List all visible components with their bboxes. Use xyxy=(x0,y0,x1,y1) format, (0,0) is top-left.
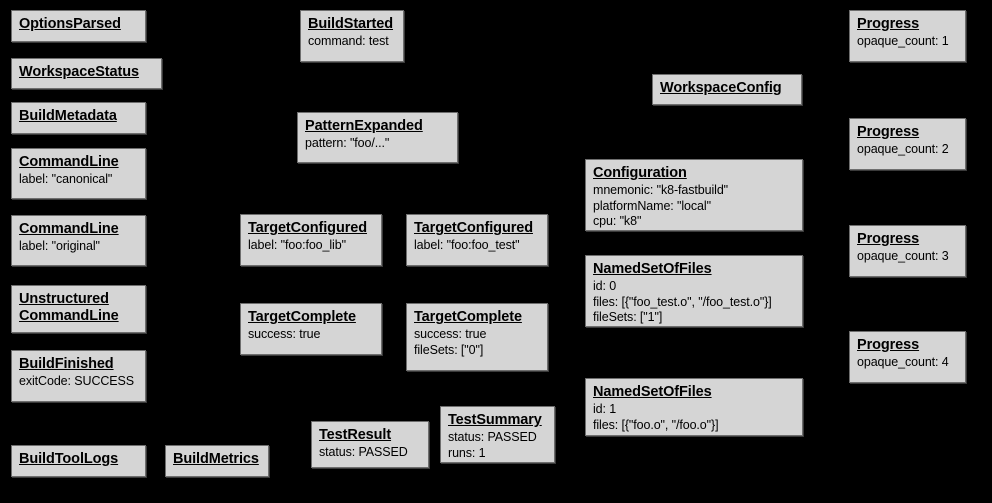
event-node-title: Configuration xyxy=(593,165,687,181)
event-node-build-metrics[interactable]: BuildMetrics xyxy=(165,445,269,477)
event-node-progress-2[interactable]: Progress opaque_count: 2 xyxy=(849,118,966,170)
event-node-title: CommandLine xyxy=(19,221,119,237)
event-node-title: Unstructured CommandLine xyxy=(19,291,119,324)
event-node-title: TestResult xyxy=(319,427,392,443)
event-node-properties: label: "original" xyxy=(19,239,100,253)
event-node-properties: id: 1 files: [{"foo.o", "/foo.o"}] xyxy=(593,402,719,432)
event-node-title: CommandLine xyxy=(19,154,119,170)
event-node-build-metadata[interactable]: BuildMetadata xyxy=(11,102,146,134)
event-node-target-complete-lib[interactable]: TargetComplete success: true xyxy=(240,303,382,355)
event-node-properties: status: PASSED runs: 1 xyxy=(448,430,537,460)
event-node-title: BuildToolLogs xyxy=(19,451,119,467)
event-node-properties: success: true fileSets: ["0"] xyxy=(414,327,487,357)
event-node-title: TargetComplete xyxy=(414,309,522,325)
event-node-progress-3[interactable]: Progress opaque_count: 3 xyxy=(849,225,966,277)
event-node-properties: label: "foo:foo_test" xyxy=(414,238,520,252)
event-node-title: TestSummary xyxy=(448,412,542,428)
event-node-title: WorkspaceStatus xyxy=(19,64,139,80)
event-node-named-set-of-files-0[interactable]: NamedSetOfFiles id: 0 files: [{"foo_test.… xyxy=(585,255,803,327)
event-node-title: Progress xyxy=(857,124,920,140)
event-node-properties: opaque_count: 3 xyxy=(857,249,949,263)
event-node-workspace-status[interactable]: WorkspaceStatus xyxy=(11,58,162,89)
event-node-workspace-config[interactable]: WorkspaceConfig xyxy=(652,74,802,105)
event-node-build-started[interactable]: BuildStarted command: test xyxy=(300,10,404,62)
event-node-title: TargetConfigured xyxy=(414,220,533,236)
event-node-title: NamedSetOfFiles xyxy=(593,261,712,277)
event-node-pattern-expanded[interactable]: PatternExpanded pattern: "foo/..." xyxy=(297,112,458,163)
event-node-title: BuildStarted xyxy=(308,16,394,32)
event-node-properties: opaque_count: 2 xyxy=(857,142,949,156)
event-node-title: OptionsParsed xyxy=(19,16,121,32)
event-node-test-summary[interactable]: TestSummary status: PASSED runs: 1 xyxy=(440,406,555,463)
event-node-properties: pattern: "foo/..." xyxy=(305,136,390,150)
event-node-properties: exitCode: SUCCESS xyxy=(19,374,135,388)
event-node-build-finished[interactable]: BuildFinished exitCode: SUCCESS xyxy=(11,350,146,402)
event-node-options-parsed[interactable]: OptionsParsed xyxy=(11,10,146,42)
event-node-properties: status: PASSED xyxy=(319,445,408,459)
event-node-title: TargetComplete xyxy=(248,309,356,325)
event-node-properties: command: test xyxy=(308,34,389,48)
event-node-target-complete-test[interactable]: TargetComplete success: true fileSets: ["… xyxy=(406,303,548,371)
event-node-command-line-canonical[interactable]: CommandLine label: "canonical" xyxy=(11,148,146,199)
event-node-test-result[interactable]: TestResult status: PASSED xyxy=(311,421,429,468)
event-node-progress-4[interactable]: Progress opaque_count: 4 xyxy=(849,331,966,383)
event-node-unstructured-command-line[interactable]: Unstructured CommandLine xyxy=(11,285,146,333)
event-node-title: Progress xyxy=(857,231,920,247)
event-node-properties: mnemonic: "k8-fastbuild" platformName: "… xyxy=(593,183,729,228)
event-node-title: BuildMetrics xyxy=(173,451,259,467)
event-node-configuration[interactable]: Configuration mnemonic: "k8-fastbuild" pl… xyxy=(585,159,803,231)
event-node-properties: opaque_count: 1 xyxy=(857,34,949,48)
event-node-properties: label: "foo:foo_lib" xyxy=(248,238,346,252)
event-node-title: Progress xyxy=(857,16,920,32)
event-node-properties: success: true xyxy=(248,327,321,341)
event-node-command-line-original[interactable]: CommandLine label: "original" xyxy=(11,215,146,266)
event-node-title: TargetConfigured xyxy=(248,220,367,236)
event-node-build-tool-logs[interactable]: BuildToolLogs xyxy=(11,445,146,477)
event-node-title: NamedSetOfFiles xyxy=(593,384,712,400)
event-node-properties: id: 0 files: [{"foo_test.o", "/foo_test.… xyxy=(593,279,772,324)
event-node-title: BuildFinished xyxy=(19,356,114,372)
event-node-title: Progress xyxy=(857,337,920,353)
event-node-title: WorkspaceConfig xyxy=(660,80,782,96)
event-node-properties: label: "canonical" xyxy=(19,172,113,186)
event-node-progress-1[interactable]: Progress opaque_count: 1 xyxy=(849,10,966,62)
event-node-properties: opaque_count: 4 xyxy=(857,355,949,369)
event-node-target-configured-foo-test[interactable]: TargetConfigured label: "foo:foo_test" xyxy=(406,214,548,266)
event-node-title: BuildMetadata xyxy=(19,108,117,124)
event-node-target-configured-foo-lib[interactable]: TargetConfigured label: "foo:foo_lib" xyxy=(240,214,382,266)
event-node-title: PatternExpanded xyxy=(305,118,423,134)
event-node-named-set-of-files-1[interactable]: NamedSetOfFiles id: 1 files: [{"foo.o", "… xyxy=(585,378,803,436)
